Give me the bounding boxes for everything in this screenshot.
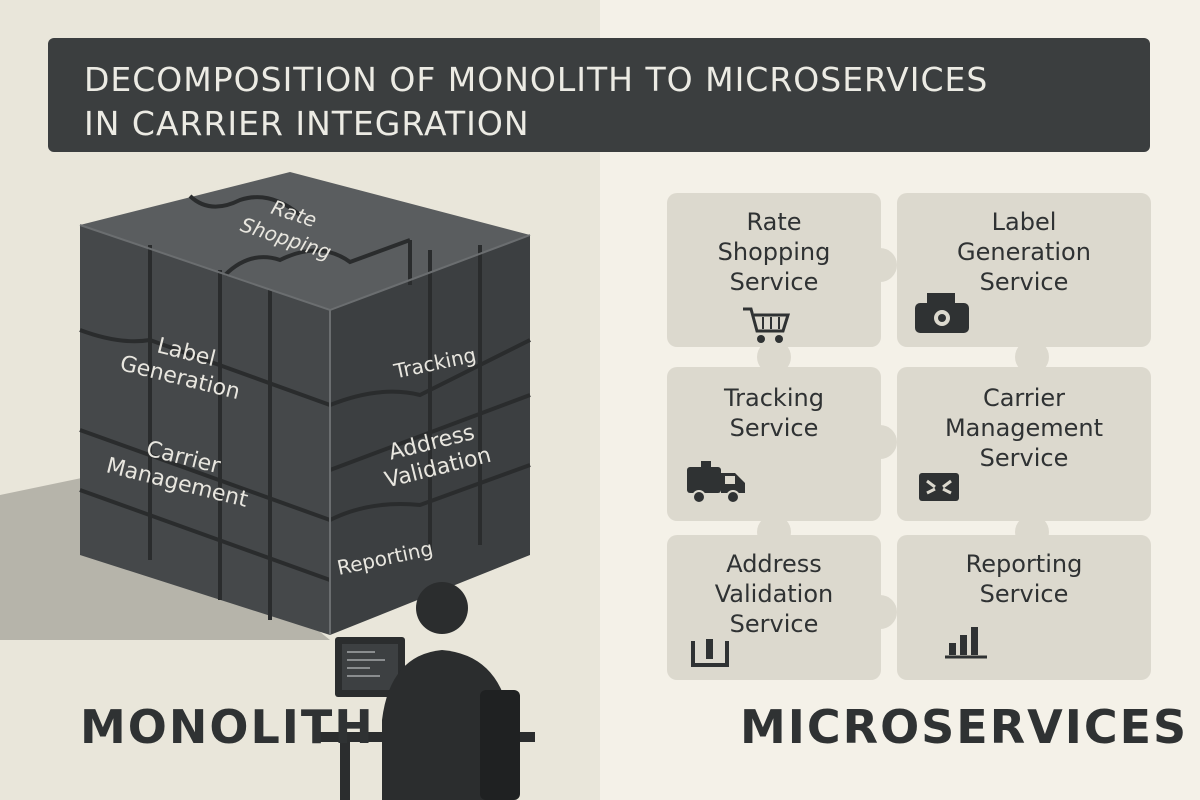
printer-icon (915, 293, 969, 333)
shopping-cart-icon (743, 307, 791, 343)
inbox-icon (691, 639, 729, 667)
service-label: Rate Shopping Service (717, 208, 831, 296)
service-piece-address-validation: Address Validation Service (667, 535, 881, 680)
monolith-label: MONOLITH (80, 700, 375, 754)
monolith-cube (79, 172, 531, 635)
service-label: Tracking Service (724, 384, 824, 442)
developer-at-desk-illustration (320, 582, 535, 800)
service-piece-rate-shopping: Rate Shopping Service (667, 193, 881, 347)
service-piece-tracking: Tracking Service (667, 367, 881, 521)
service-label: Address Validation Service (714, 550, 834, 638)
envelope-icon (919, 473, 959, 501)
service-label: Carrier Management Service (944, 384, 1104, 472)
service-piece-reporting: Reporting Service (897, 535, 1151, 680)
service-label: Reporting Service (965, 550, 1083, 608)
page-title: DECOMPOSITION OF MONOLITH TO MICROSERVIC… (84, 60, 989, 143)
service-piece-label-generation: Label Generation Service (897, 193, 1151, 347)
delivery-truck-icon (687, 461, 745, 504)
bar-chart-icon (945, 627, 987, 659)
microservices-label: MICROSERVICES (740, 700, 1189, 754)
service-piece-carrier-management: Carrier Management Service (897, 367, 1151, 521)
title-banner: DECOMPOSITION OF MONOLITH TO MICROSERVIC… (48, 38, 1150, 152)
service-label: Label Generation Service (957, 208, 1091, 296)
